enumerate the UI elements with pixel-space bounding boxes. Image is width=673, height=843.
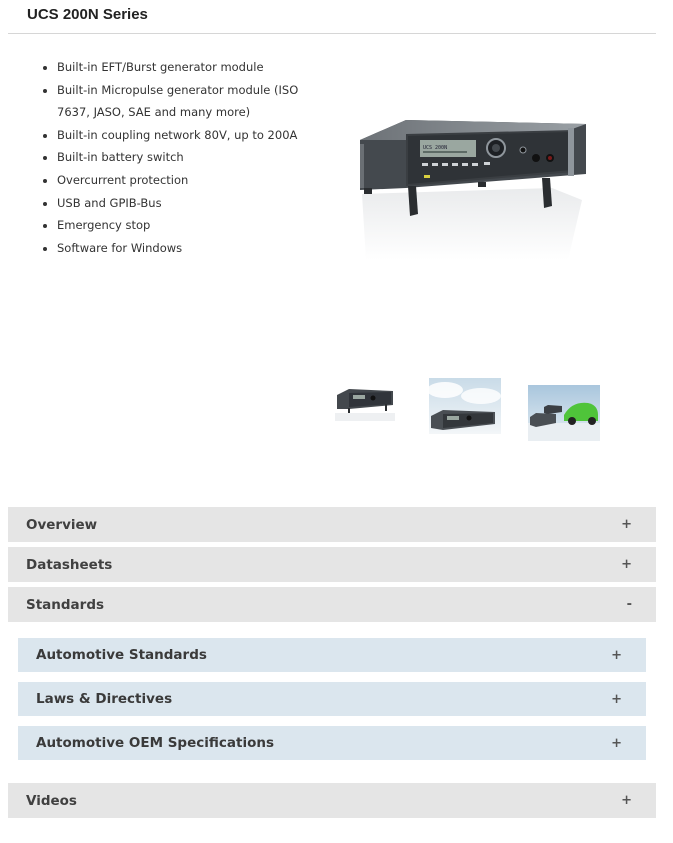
accordion-label: Videos bbox=[26, 792, 77, 809]
accordion-label: Datasheets bbox=[26, 556, 113, 573]
accordion-datasheets[interactable]: Datasheets + bbox=[8, 547, 656, 582]
expand-icon: + bbox=[621, 557, 632, 572]
accordion-label: Overview bbox=[26, 516, 98, 533]
expand-icon: + bbox=[611, 735, 622, 751]
title-divider bbox=[8, 33, 656, 34]
product-thumbnail-2[interactable] bbox=[429, 378, 501, 434]
accordion-overview[interactable]: Overview + bbox=[8, 507, 656, 542]
product-thumbnail-3[interactable] bbox=[528, 385, 600, 441]
accordion-videos[interactable]: Videos + bbox=[8, 783, 656, 818]
page-title: UCS 200N Series bbox=[27, 6, 148, 23]
list-item: Built-in coupling network 80V, up to 200… bbox=[57, 124, 317, 147]
product-thumbnail-1[interactable] bbox=[333, 385, 397, 425]
feature-list: Built-in EFT/Burst generator module Buil… bbox=[40, 56, 317, 259]
list-item: Built-in battery switch bbox=[57, 146, 317, 169]
expand-icon: + bbox=[621, 793, 632, 808]
expand-icon: + bbox=[621, 517, 632, 532]
accordion-label: Automotive Standards bbox=[36, 647, 207, 663]
accordion-oem-specifications[interactable]: Automotive OEM Specifications + bbox=[18, 726, 646, 760]
device-display-text: UCS 200N bbox=[423, 145, 447, 151]
accordion-standards[interactable]: Standards - bbox=[8, 587, 656, 622]
accordion-automotive-standards[interactable]: Automotive Standards + bbox=[18, 638, 646, 672]
list-item: Emergency stop bbox=[57, 214, 317, 237]
list-item: Software for Windows bbox=[57, 237, 317, 260]
list-item: USB and GPIB-Bus bbox=[57, 192, 317, 215]
expand-icon: + bbox=[611, 647, 622, 663]
list-item: Overcurrent protection bbox=[57, 169, 317, 192]
product-main-image: UCS 200N bbox=[360, 120, 586, 260]
expand-icon: + bbox=[611, 691, 622, 707]
accordion-label: Standards bbox=[26, 596, 105, 613]
accordion-label: Laws & Directives bbox=[36, 691, 173, 707]
list-item: Built-in EFT/Burst generator module bbox=[57, 56, 317, 79]
collapse-icon: - bbox=[626, 597, 632, 612]
accordion-label: Automotive OEM Specifications bbox=[36, 735, 274, 751]
accordion-laws-directives[interactable]: Laws & Directives + bbox=[18, 682, 646, 716]
list-item: Built-in Micropulse generator module (IS… bbox=[57, 79, 317, 124]
